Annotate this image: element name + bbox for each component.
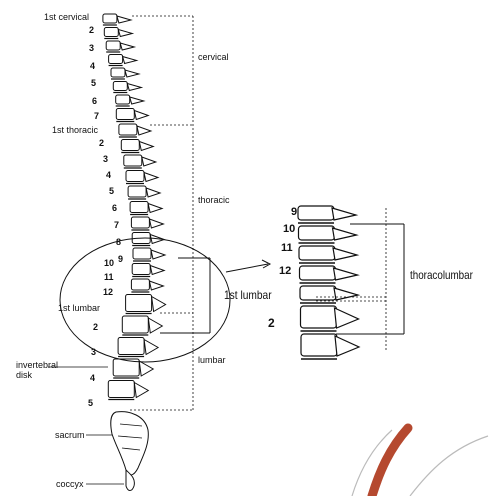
zoom-number-1: 9 bbox=[291, 206, 297, 218]
sacrum-label: sacrum bbox=[55, 430, 85, 440]
zoom-number-3: 11 bbox=[281, 242, 293, 254]
coccyx-label: coccyx bbox=[56, 479, 84, 489]
zoom-region-label: thoracolumbar bbox=[410, 268, 473, 282]
region-lumbar-label: lumbar bbox=[198, 355, 226, 365]
region-thoracic-label: thoracic bbox=[198, 195, 230, 205]
zoom-number-2: 10 bbox=[283, 223, 295, 235]
zoom-number-4: 12 bbox=[279, 265, 291, 277]
zoom-lumbar-label: 1st lumbar bbox=[224, 288, 272, 302]
zoom-lumbar-number: 2 bbox=[268, 316, 275, 330]
region-cervical-label: cervical bbox=[198, 52, 229, 62]
